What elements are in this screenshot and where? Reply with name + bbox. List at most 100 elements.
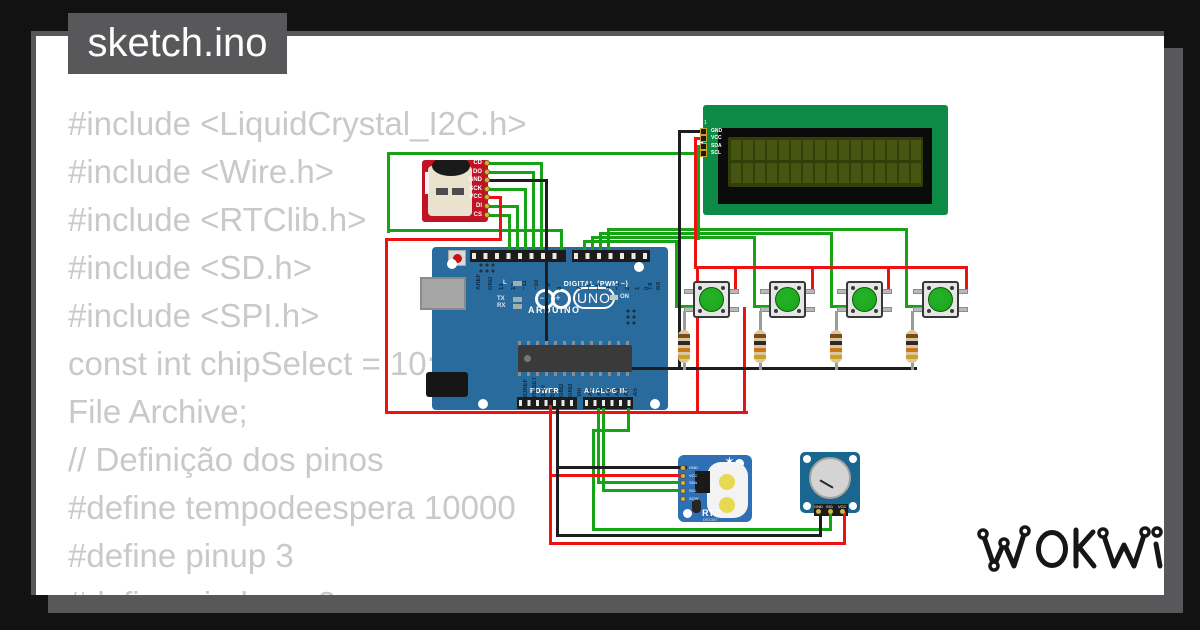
preview-card: #include <LiquidCrystal_I2C.h> #include <… (31, 31, 1164, 595)
pot-pin-label: SIG (826, 504, 833, 509)
sd-pin-cs (484, 212, 490, 218)
resistor-band (754, 355, 766, 359)
arduino-logo-icon (551, 289, 571, 309)
pot-pin-vcc (840, 509, 845, 514)
button-leg (805, 307, 815, 312)
pushbutton-1 (693, 281, 730, 318)
lcd-pin-vcc (700, 135, 707, 142)
pot-pin-label: VCC (838, 504, 847, 509)
resistor-3 (830, 330, 842, 363)
wire (583, 240, 586, 250)
wire (545, 179, 548, 370)
pot-pin-gnd (816, 509, 821, 514)
wire (591, 236, 756, 239)
wire (829, 512, 832, 531)
on-led (610, 295, 618, 300)
rtc-pin-label: SDA (689, 480, 698, 485)
mounting-hole (803, 455, 811, 463)
resistor-lead (683, 362, 686, 370)
lcd-cell (875, 163, 885, 183)
resistor-band (830, 341, 842, 345)
wire (488, 205, 519, 208)
code-line: #include <SD.h> (68, 249, 313, 286)
mounting-hole (683, 509, 692, 518)
code-line: // Definição dos pinos (68, 441, 384, 478)
wire (694, 137, 705, 140)
code-line: const int chipSelect = 10; (68, 345, 436, 382)
brand-label: ARDUINO (528, 305, 581, 315)
button-leg (729, 307, 739, 312)
button-screw (927, 286, 931, 290)
button-screw (774, 309, 778, 313)
lcd-cell (839, 163, 849, 183)
sd-pin-label: GND (468, 177, 482, 183)
power-label: POWER (530, 388, 559, 395)
resistor-lead (911, 362, 914, 370)
lcd-cell (791, 163, 801, 183)
wire (560, 229, 563, 249)
sd-pin-cd (484, 160, 490, 166)
button-screw (950, 286, 954, 290)
wire (697, 145, 700, 240)
lcd-pin-number: 1 (704, 120, 707, 126)
sd-pin-label: VCC (469, 194, 482, 200)
wire (532, 171, 535, 249)
lcd1602-display (703, 105, 948, 215)
lcd-cell (791, 140, 801, 160)
lcd-cell (839, 140, 849, 160)
mounting-hole (849, 455, 857, 463)
rtc-pin-label: VCC (689, 473, 698, 478)
wire (887, 266, 890, 290)
wire (488, 179, 547, 182)
button-screw (950, 309, 954, 313)
crystal (692, 499, 701, 513)
lcd-cell (851, 140, 861, 160)
digital-header-left (470, 250, 566, 262)
wire (830, 232, 833, 308)
sd-pin-label: DO (473, 169, 482, 175)
lcd-pin-gnd (700, 128, 707, 135)
resistor-lead (683, 311, 686, 331)
button-leg (882, 289, 892, 294)
resistor-4 (906, 330, 918, 363)
lcd-cell (779, 163, 789, 183)
wire (387, 152, 390, 233)
wire (696, 267, 699, 414)
pot-knob (809, 457, 851, 499)
led-rx (513, 304, 522, 309)
digital-label: DIGITAL (PWM ~) (563, 281, 629, 288)
button-screw (721, 309, 725, 313)
button-screw (797, 309, 801, 313)
wire (488, 171, 535, 174)
resistor-band (678, 334, 690, 338)
lcd-cell (779, 140, 789, 160)
resistor-band (830, 334, 842, 338)
button-screw (874, 286, 878, 290)
lcd-cell (911, 140, 921, 160)
resistor-lead (911, 311, 914, 331)
wire (592, 429, 595, 531)
wire (508, 214, 511, 249)
mounting-hole (447, 259, 457, 269)
lcd-pin-label: VCC (711, 135, 722, 141)
rtc-pin-label: GND (689, 465, 698, 470)
mounting-hole (634, 262, 644, 272)
wire (599, 232, 833, 235)
sketch-title: sketch.ino (68, 13, 287, 74)
resistor-band (678, 341, 690, 345)
wire (678, 130, 705, 133)
resistor-band (678, 348, 690, 352)
lcd-cell (743, 140, 753, 160)
resistor-band (906, 334, 918, 338)
code-line: #include <RTClib.h> (68, 201, 367, 238)
code-line: #include <LiquidCrystal_I2C.h> (68, 105, 527, 142)
lcd-pin-scl (700, 150, 707, 157)
lcd-cell (851, 163, 861, 183)
code-line: File Archive; (68, 393, 248, 430)
wire (811, 266, 814, 290)
mounting-hole (803, 502, 811, 510)
wire (678, 130, 681, 370)
button-screw (721, 286, 725, 290)
wire (540, 162, 543, 249)
wire (591, 236, 594, 250)
